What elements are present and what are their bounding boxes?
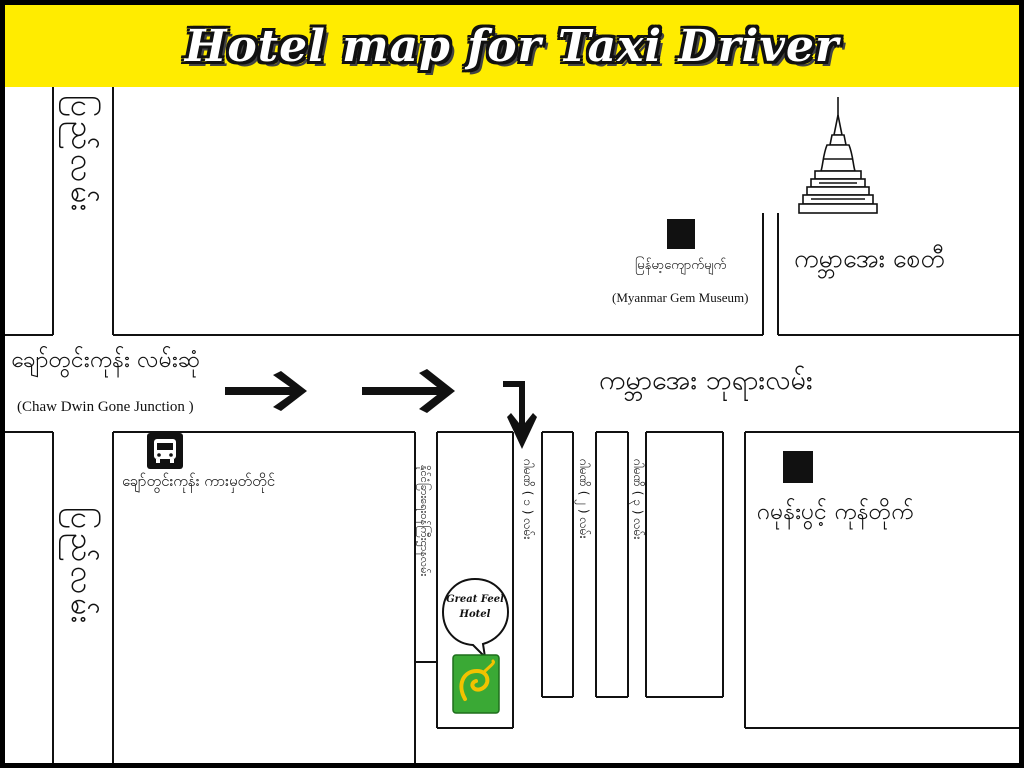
left-road-label-bottom: ပြည်လမ်း bbox=[64, 507, 99, 628]
hotel-name-line-1: Great Feel bbox=[446, 594, 504, 605]
main-road-label: ကမ္ဘာအေး ဘုရားလမ်း bbox=[599, 365, 813, 396]
hotel-logo-icon bbox=[452, 654, 500, 714]
pagoda-label: ကမ္ဘာအေး စေတီ bbox=[794, 244, 945, 273]
left-road-label-top: ပြည်လမ်း bbox=[64, 95, 99, 216]
side-street-2-label: ဂါမဏိ ( ၁ ) လမ်း bbox=[521, 459, 535, 540]
hotel-bubble-text: Great Feel Hotel bbox=[446, 592, 504, 622]
page-title: Hotel map for Taxi Driver bbox=[184, 20, 840, 72]
map-area: ပြည်လမ်း ပြည်လမ်း ချော်တွင်းကုန်း လမ်းဆု… bbox=[5, 87, 1019, 763]
gem-museum-label: မြန်မာ့ကျောက်မျက် bbox=[635, 258, 727, 273]
market-label: ဂမုန်းပွင့် ကုန်တိုက် bbox=[757, 499, 914, 525]
hotel-name-line-2: Hotel bbox=[459, 609, 491, 620]
gem-museum-label-en: (Myanmar Gem Museum) bbox=[612, 290, 749, 305]
pagoda-icon bbox=[798, 97, 878, 214]
museum-marker-icon bbox=[667, 219, 695, 249]
bus-stop-label: ချော်တွင်းကုန်း ကားမှတ်တိုင် bbox=[122, 472, 276, 490]
route-arrows bbox=[225, 369, 537, 449]
side-street-3-label: ဂါမဏိ ( ၂ ) လမ်း bbox=[577, 459, 591, 539]
market-marker-icon bbox=[783, 451, 813, 483]
title-banner: Hotel map for Taxi Driver bbox=[5, 5, 1019, 87]
map-drawing bbox=[5, 87, 1019, 763]
side-street-1-label: နိုင်ငံခြားရေးဝန်ကြီးဌာနလမ်း bbox=[418, 465, 431, 577]
side-street-4-label: ဂါမဏိ ( ၃ ) လမ်း bbox=[631, 459, 645, 540]
arrow-right-icon bbox=[225, 371, 307, 411]
arrow-down-icon bbox=[503, 381, 537, 449]
junction-label-en: (Chaw Dwin Gone Junction ) bbox=[17, 399, 194, 415]
junction-label: ချော်တွင်းကုန်း လမ်းဆုံ bbox=[11, 347, 200, 373]
arrow-right-icon bbox=[362, 369, 455, 413]
bus-icon bbox=[147, 433, 183, 469]
